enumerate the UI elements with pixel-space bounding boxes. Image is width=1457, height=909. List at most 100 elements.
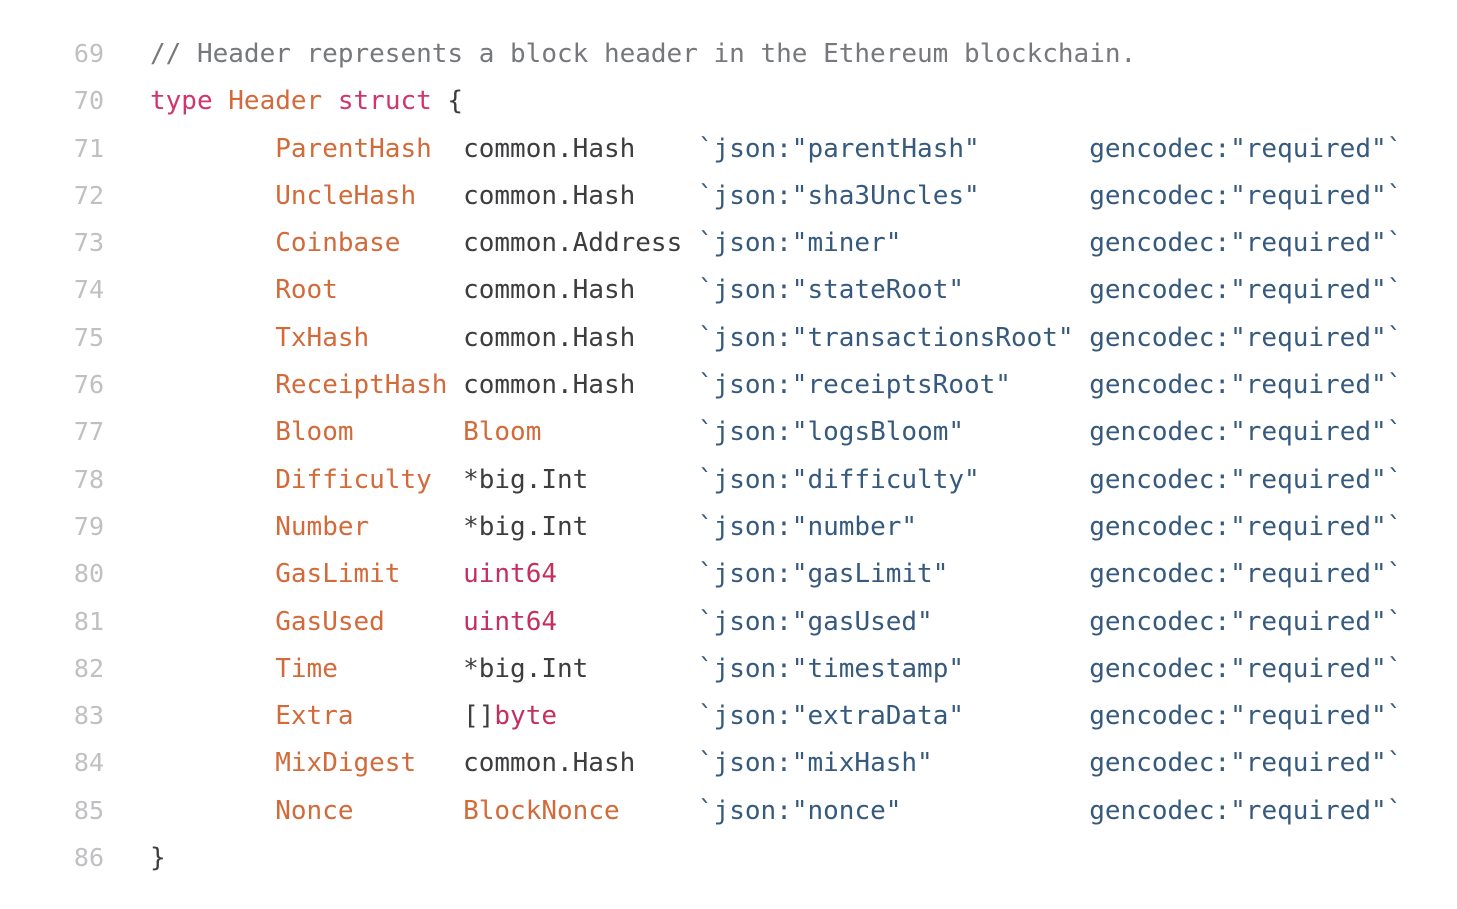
code-line: 79 Number *big.Int `json:"number" gencod… (0, 503, 1457, 550)
token-ent: Difficulty (275, 464, 432, 495)
token-ent: GasUsed (275, 606, 385, 637)
token-pl (385, 607, 463, 637)
token-bi: uint64 (463, 559, 558, 590)
code-line: 70 type Header struct { (0, 77, 1457, 124)
code-text: TxHash common.Hash `json:"transactionsRo… (150, 315, 1402, 362)
code-text: Extra []byte `json:"extraData" gencodec:… (150, 693, 1402, 740)
token-pl (150, 370, 275, 400)
line-number: 78 (73, 464, 104, 494)
token-pl: common.Hash (416, 748, 698, 779)
token-pl (213, 86, 229, 116)
code-line: 77 Bloom Bloom `json:"logsBloom" gencode… (0, 408, 1457, 455)
code-line: 80 GasLimit uint64 `json:"gasLimit" genc… (0, 550, 1457, 597)
token-str: `json:"gasUsed" gencodec:"required"` (697, 606, 1403, 637)
line-number: 75 (73, 322, 104, 352)
token-ent: UncleHash (275, 180, 417, 211)
token-pl: common.Hash (447, 370, 698, 401)
code-line: 73 Coinbase common.Address `json:"miner"… (0, 219, 1457, 266)
token-pl (541, 417, 698, 447)
token-str: `json:"receiptsRoot" gencodec:"required"… (697, 370, 1403, 401)
token-ent: Header (228, 86, 323, 117)
token-pl: { (431, 86, 464, 117)
line-number: 73 (73, 228, 104, 258)
token-kw: type (150, 86, 213, 117)
token-pl (150, 748, 275, 778)
code-text: Root common.Hash `json:"stateRoot" genco… (150, 267, 1402, 314)
token-ent: Nonce (275, 795, 354, 826)
code-line: 74 Root common.Hash `json:"stateRoot" ge… (0, 266, 1457, 313)
code-line: 69 // Header represents a block header in… (0, 30, 1457, 77)
token-pl: common.Address (400, 228, 698, 259)
token-str: `json:"number" gencodec:"required"` (697, 511, 1403, 542)
token-bi: uint64 (463, 606, 558, 637)
code-text: ParentHash common.Hash `json:"parentHash… (150, 126, 1402, 173)
token-pl: common.Hash (369, 322, 698, 353)
code-text: UncleHash common.Hash `json:"sha3Uncles"… (150, 173, 1402, 220)
token-pl: *big.Int (337, 653, 698, 684)
line-number: 84 (73, 748, 104, 778)
token-str: `json:"timestamp" gencodec:"required"` (697, 653, 1403, 684)
token-ent: Bloom (463, 417, 542, 448)
token-str: `json:"stateRoot" gencodec:"required"` (697, 275, 1403, 306)
code-line: 84 MixDigest common.Hash `json:"mixHash"… (0, 739, 1457, 786)
code-text: type Header struct { (150, 78, 463, 125)
token-pl (150, 701, 275, 731)
token-ent: Bloom (275, 417, 354, 448)
code-line: 78 Difficulty *big.Int `json:"difficulty… (0, 456, 1457, 503)
token-ent: Number (275, 511, 370, 542)
token-str: `json:"extraData" gencodec:"required"` (697, 701, 1403, 732)
code-line: 82 Time *big.Int `json:"timestamp" genco… (0, 645, 1457, 692)
token-pl (400, 559, 463, 589)
token-pl (150, 323, 275, 353)
token-pl (557, 607, 698, 637)
token-pl (620, 796, 698, 826)
line-number: 76 (73, 370, 104, 400)
token-ent: Coinbase (275, 228, 401, 259)
code-text: Coinbase common.Address `json:"miner" ge… (150, 220, 1402, 267)
token-str: `json:"sha3Uncles" gencodec:"required"` (697, 180, 1403, 211)
token-pl (150, 512, 275, 542)
token-pl: *big.Int (431, 464, 698, 495)
token-str: `json:"gasLimit" gencodec:"required"` (697, 559, 1403, 590)
code-text: } (150, 835, 166, 882)
code-text: // Header represents a block header in t… (150, 31, 1136, 78)
token-pl (150, 559, 275, 589)
code-text: ReceiptHash common.Hash `json:"receiptsR… (150, 362, 1402, 409)
token-bi: byte (494, 701, 558, 732)
code-block: 69 // Header represents a block header in… (0, 30, 1457, 881)
token-pl: } (150, 843, 166, 874)
line-number: 79 (73, 511, 104, 541)
code-text: Number *big.Int `json:"number" gencodec:… (150, 504, 1402, 551)
line-number: 80 (73, 559, 104, 589)
line-number: 83 (73, 701, 104, 731)
code-text: GasLimit uint64 `json:"gasLimit" gencode… (150, 551, 1402, 598)
code-text: MixDigest common.Hash `json:"mixHash" ge… (150, 740, 1402, 787)
line-number: 70 (73, 86, 104, 116)
line-number: 72 (73, 180, 104, 210)
token-pl (150, 417, 275, 447)
line-number: 74 (73, 275, 104, 305)
code-text: GasUsed uint64 `json:"gasUsed" gencodec:… (150, 599, 1402, 646)
code-line: 71 ParentHash common.Hash `json:"parentH… (0, 125, 1457, 172)
token-pl (150, 465, 275, 495)
code-line: 75 TxHash common.Hash `json:"transaction… (0, 314, 1457, 361)
token-pl (354, 796, 464, 826)
token-pl: common.Hash (337, 275, 698, 306)
line-number: 69 (73, 39, 104, 68)
token-pl (150, 134, 275, 164)
code-line: 86} (0, 834, 1457, 881)
line-number: 82 (73, 653, 104, 683)
code-text: Time *big.Int `json:"timestamp" gencodec… (150, 646, 1402, 693)
code-line: 72 UncleHash common.Hash `json:"sha3Uncl… (0, 172, 1457, 219)
code-text: Difficulty *big.Int `json:"difficulty" g… (150, 457, 1402, 504)
token-ent: ReceiptHash (275, 370, 448, 401)
token-pl (557, 559, 698, 589)
code-line: 76 ReceiptHash common.Hash `json:"receip… (0, 361, 1457, 408)
token-pl (150, 607, 275, 637)
token-ent: MixDigest (275, 748, 417, 779)
token-pl: *big.Int (369, 511, 698, 542)
token-str: `json:"transactionsRoot" gencodec:"requi… (697, 322, 1403, 353)
token-pl (150, 796, 275, 826)
token-ent: Extra (275, 701, 354, 732)
